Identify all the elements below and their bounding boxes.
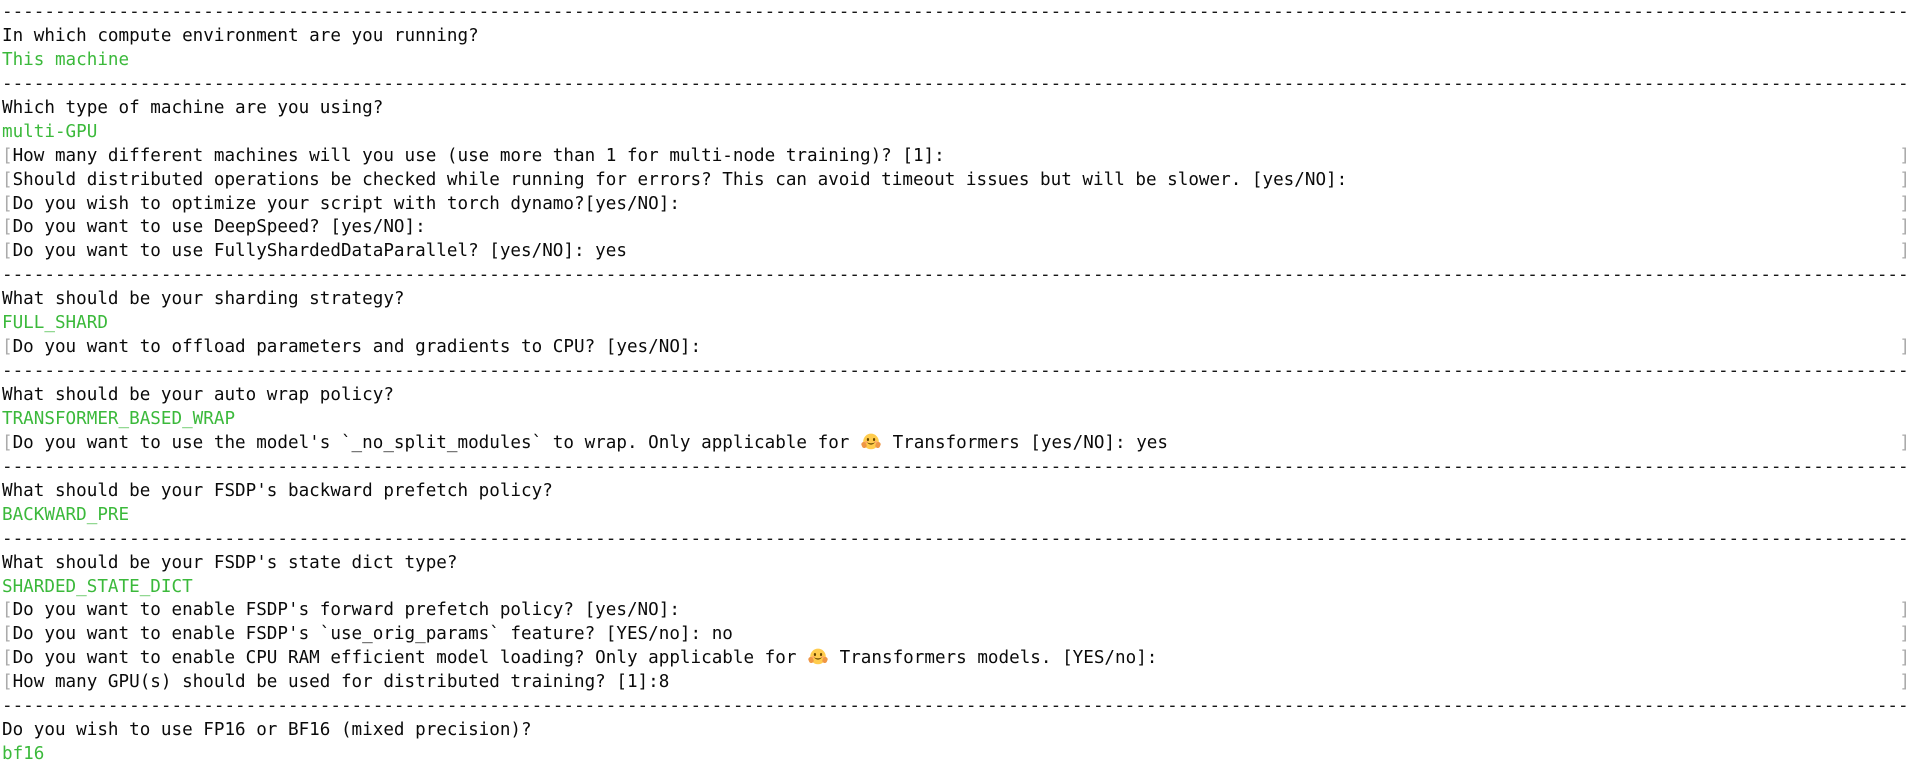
prompt-text: Do you want to enable FSDP's forward pre…: [12, 600, 680, 621]
prompt-text: Do you want to use FullyShardedDataParal…: [12, 241, 627, 262]
left-bracket: [: [2, 432, 13, 453]
prompt-text: Do you want to use the model's `_no_spli…: [12, 432, 860, 453]
left-bracket: [: [2, 337, 13, 358]
left-bracket: [: [2, 217, 13, 238]
hugging-face-emoji: [861, 432, 881, 452]
left-bracket: [: [2, 193, 13, 214]
answer-line: FULL_SHARD: [2, 313, 108, 334]
separator-line: ----------------------------------------…: [2, 456, 1909, 477]
left-bracket: [: [2, 145, 13, 166]
right-bracket: ]: [1899, 145, 1910, 166]
question-line: What should be your FSDP's state dict ty…: [2, 552, 458, 573]
prompt-line[interactable]: [Do you want to use FullyShardedDataPara…: [0, 240, 1913, 264]
question-line: In which compute environment are you run…: [2, 25, 479, 46]
separator-line: ----------------------------------------…: [2, 361, 1909, 382]
right-bracket: ]: [1899, 193, 1910, 214]
separator-line: ----------------------------------------…: [2, 528, 1909, 549]
left-bracket: [: [2, 600, 13, 621]
prompt-text: Do you want to enable CPU RAM efficient …: [12, 648, 808, 669]
prompt-line[interactable]: [Do you want to use DeepSpeed? [yes/NO]:…: [0, 216, 1913, 240]
prompt-line[interactable]: [Should distributed operations be checke…: [0, 169, 1913, 193]
left-bracket: [: [2, 672, 13, 693]
prompt-text: How many GPU(s) should be used for distr…: [12, 672, 670, 693]
prompt-text: Should distributed operations be checked…: [12, 169, 1348, 190]
prompt-line[interactable]: [Do you want to enable CPU RAM efficient…: [0, 647, 1913, 671]
hugging-face-emoji: [808, 647, 828, 667]
prompt-line[interactable]: [How many GPU(s) should be used for dist…: [0, 671, 1913, 695]
question-line: Which type of machine are you using?: [2, 97, 384, 118]
right-bracket: ]: [1899, 432, 1910, 453]
separator-line: ----------------------------------------…: [2, 696, 1909, 717]
left-bracket: [: [2, 648, 13, 669]
left-bracket: [: [2, 241, 13, 262]
question-line: What should be your FSDP's backward pref…: [2, 480, 553, 501]
right-bracket: ]: [1899, 169, 1910, 190]
prompt-text: Do you wish to optimize your script with…: [12, 193, 680, 214]
left-bracket: [: [2, 624, 13, 645]
right-bracket: ]: [1899, 600, 1910, 621]
separator-line: ----------------------------------------…: [2, 265, 1909, 286]
right-bracket: ]: [1899, 672, 1910, 693]
separator-line: ----------------------------------------…: [2, 2, 1909, 22]
prompt-text: Transformers models. [YES/no]:: [829, 648, 1158, 669]
right-bracket: ]: [1899, 648, 1910, 669]
prompt-line[interactable]: [Do you want to enable FSDP's forward pr…: [0, 599, 1913, 623]
right-bracket: ]: [1899, 624, 1910, 645]
right-bracket: ]: [1899, 337, 1910, 358]
right-bracket: ]: [1899, 217, 1910, 238]
prompt-line[interactable]: [Do you want to offload parameters and g…: [0, 336, 1913, 360]
right-bracket: ]: [1899, 241, 1910, 262]
prompt-text: Do you want to use DeepSpeed? [yes/NO]:: [12, 217, 426, 238]
prompt-text: Do you want to enable FSDP's `use_orig_p…: [12, 624, 733, 645]
prompt-line[interactable]: [Do you want to use the model's `_no_spl…: [0, 432, 1913, 456]
prompt-text: Transformers [yes/NO]: yes: [881, 432, 1168, 453]
separator-line: ----------------------------------------…: [2, 73, 1909, 94]
prompt-text: How many different machines will you use…: [12, 145, 945, 166]
question-line: What should be your sharding strategy?: [2, 289, 405, 310]
answer-line: SHARDED_STATE_DICT: [2, 576, 193, 597]
prompt-text: Do you want to offload parameters and gr…: [12, 337, 702, 358]
left-bracket: [: [2, 169, 13, 190]
answer-line: This machine: [2, 49, 130, 70]
answer-line: multi-GPU: [2, 121, 98, 142]
prompt-line[interactable]: [How many different machines will you us…: [0, 145, 1913, 169]
question-line: What should be your auto wrap policy?: [2, 385, 394, 405]
prompt-line[interactable]: [Do you want to enable FSDP's `use_orig_…: [0, 623, 1913, 647]
answer-line: BACKWARD_PRE: [2, 504, 130, 525]
prompt-line[interactable]: [Do you wish to optimize your script wit…: [0, 193, 1913, 217]
question-line: Do you wish to use FP16 or BF16 (mixed p…: [2, 720, 532, 741]
answer-line: TRANSFORMER_BASED_WRAP: [2, 408, 236, 429]
answer-line: bf16: [2, 744, 45, 765]
